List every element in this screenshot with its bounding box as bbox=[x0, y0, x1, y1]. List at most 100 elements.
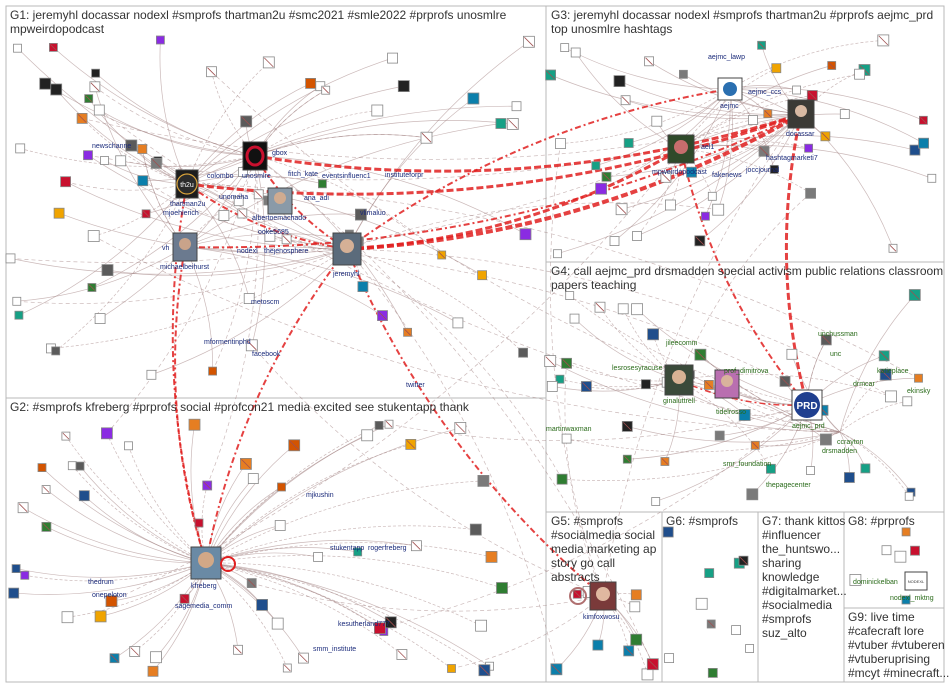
account-node[interactable] bbox=[115, 155, 127, 167]
account-node[interactable] bbox=[641, 379, 651, 390]
account-node[interactable] bbox=[631, 303, 643, 316]
account-node[interactable] bbox=[264, 230, 276, 242]
account-node[interactable] bbox=[885, 390, 897, 403]
account-node[interactable] bbox=[495, 118, 507, 129]
account-node[interactable] bbox=[233, 196, 244, 207]
account-node[interactable] bbox=[701, 211, 710, 221]
account-node[interactable] bbox=[632, 231, 642, 241]
account-node[interactable] bbox=[914, 373, 923, 383]
account-node[interactable] bbox=[496, 582, 508, 594]
account-node[interactable] bbox=[105, 595, 118, 607]
account-node[interactable] bbox=[630, 633, 643, 646]
account-node[interactable] bbox=[555, 138, 566, 150]
nodexl-mktng-avatar[interactable] bbox=[904, 571, 928, 591]
account-node[interactable] bbox=[14, 310, 24, 320]
account-node[interactable] bbox=[60, 176, 71, 188]
account-node[interactable] bbox=[208, 366, 218, 376]
account-node[interactable] bbox=[477, 474, 490, 487]
account-node[interactable] bbox=[769, 164, 779, 174]
account-node[interactable] bbox=[447, 664, 456, 673]
account-node[interactable] bbox=[243, 293, 255, 305]
account-node[interactable] bbox=[592, 639, 604, 651]
account-node[interactable] bbox=[361, 429, 374, 442]
account-node[interactable] bbox=[477, 270, 488, 281]
account-node[interactable] bbox=[188, 418, 201, 431]
account-node[interactable] bbox=[714, 430, 725, 441]
account-node[interactable] bbox=[53, 207, 65, 219]
account-node[interactable] bbox=[94, 313, 106, 325]
account-node[interactable] bbox=[686, 166, 697, 178]
account-node[interactable] bbox=[51, 346, 61, 356]
account-node[interactable] bbox=[570, 47, 581, 58]
account-node[interactable] bbox=[256, 599, 269, 611]
account-node[interactable] bbox=[247, 473, 259, 485]
account-node[interactable] bbox=[155, 35, 165, 45]
account-node[interactable] bbox=[313, 552, 324, 562]
account-node[interactable] bbox=[546, 380, 558, 392]
account-node[interactable] bbox=[647, 328, 659, 341]
account-node[interactable] bbox=[78, 490, 90, 502]
account-node[interactable] bbox=[274, 520, 286, 531]
account-node[interactable] bbox=[731, 625, 741, 635]
account-node[interactable] bbox=[679, 69, 688, 79]
account-node[interactable] bbox=[786, 348, 798, 360]
account-node[interactable] bbox=[146, 369, 157, 380]
account-node[interactable] bbox=[93, 104, 105, 116]
account-node[interactable] bbox=[766, 463, 776, 474]
account-node[interactable] bbox=[630, 589, 642, 601]
account-node[interactable] bbox=[374, 420, 384, 430]
account-node[interactable] bbox=[748, 115, 758, 125]
account-node[interactable] bbox=[894, 550, 907, 563]
account-node[interactable] bbox=[569, 313, 580, 324]
account-node[interactable] bbox=[511, 101, 522, 112]
account-node[interactable] bbox=[475, 619, 488, 632]
account-node[interactable] bbox=[357, 281, 369, 293]
account-node[interactable] bbox=[902, 396, 913, 407]
account-node[interactable] bbox=[927, 173, 937, 183]
account-node[interactable] bbox=[147, 665, 159, 677]
account-node[interactable] bbox=[707, 191, 717, 201]
account-node[interactable] bbox=[5, 253, 16, 264]
account-node[interactable] bbox=[849, 574, 862, 586]
account-node[interactable] bbox=[305, 78, 317, 89]
account-node[interactable] bbox=[555, 374, 565, 384]
account-node[interactable] bbox=[918, 137, 929, 149]
account-node[interactable] bbox=[901, 527, 911, 537]
account-node[interactable] bbox=[910, 545, 920, 556]
account-node[interactable] bbox=[792, 85, 801, 95]
account-node[interactable] bbox=[595, 182, 607, 195]
account-node[interactable] bbox=[860, 463, 871, 474]
account-node[interactable] bbox=[704, 568, 715, 578]
account-node[interactable] bbox=[909, 144, 921, 156]
account-node[interactable] bbox=[609, 236, 620, 247]
account-node[interactable] bbox=[467, 92, 480, 105]
account-node[interactable] bbox=[844, 472, 855, 483]
account-node[interactable] bbox=[8, 587, 20, 599]
account-node[interactable] bbox=[91, 68, 100, 78]
account-node[interactable] bbox=[662, 526, 674, 538]
account-node[interactable] bbox=[87, 230, 100, 243]
account-node[interactable] bbox=[651, 497, 661, 506]
account-node[interactable] bbox=[651, 115, 663, 127]
account-node[interactable] bbox=[665, 199, 676, 211]
account-node[interactable] bbox=[839, 109, 850, 119]
account-node[interactable] bbox=[371, 104, 384, 117]
account-node[interactable] bbox=[11, 564, 21, 573]
account-node[interactable] bbox=[373, 622, 386, 635]
account-node[interactable] bbox=[738, 409, 751, 421]
account-node[interactable] bbox=[629, 601, 641, 613]
account-node[interactable] bbox=[150, 651, 162, 664]
account-node[interactable] bbox=[904, 491, 914, 501]
account-node[interactable] bbox=[561, 433, 572, 444]
account-node[interactable] bbox=[805, 187, 816, 199]
account-node[interactable] bbox=[218, 209, 230, 221]
account-node[interactable] bbox=[101, 264, 114, 277]
account-node[interactable] bbox=[469, 523, 482, 536]
account-node[interactable] bbox=[881, 545, 892, 556]
account-node[interactable] bbox=[124, 441, 133, 451]
account-node[interactable] bbox=[101, 427, 113, 440]
account-node[interactable] bbox=[12, 296, 22, 306]
account-node[interactable] bbox=[387, 52, 399, 64]
account-node[interactable] bbox=[39, 77, 52, 90]
account-node[interactable] bbox=[354, 208, 367, 221]
